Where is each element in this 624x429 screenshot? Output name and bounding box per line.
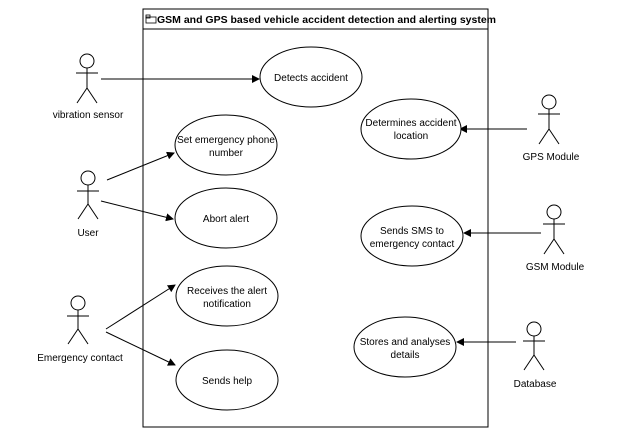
use-case-stores-analyses: Stores and analyses details (353, 316, 457, 378)
use-case-receives-alert: Receives the alert notification (175, 265, 279, 327)
actor-label: User (77, 228, 99, 239)
actor-gps-module: GPS Module (523, 94, 580, 163)
assoc-emergency-sendshelp (105, 331, 176, 366)
svg-text:number: number (209, 148, 244, 159)
actor-label: vibration sensor (53, 110, 124, 121)
actor-emergency-contact: Emergency contact (37, 295, 123, 364)
actor-vibration-sensor: vibration sensor (53, 53, 124, 121)
use-case-abort-alert: Abort alert (174, 187, 278, 249)
svg-text:Sends help: Sends help (202, 376, 252, 387)
assoc-user-setphone (106, 151, 175, 181)
actor-label: GPS Module (523, 152, 580, 163)
use-case-set-emergency-phone: Set emergency phone number (174, 114, 278, 176)
svg-text:Sends SMS to: Sends SMS to (380, 226, 444, 237)
actor-icon (523, 321, 545, 371)
use-case-sends-help: Sends help (175, 349, 279, 411)
actor-icon (77, 170, 99, 220)
actor-label: GSM Module (526, 262, 585, 273)
svg-text:Detects accident: Detects accident (274, 73, 348, 84)
actor-user: User (77, 170, 99, 239)
associations (100, 75, 541, 366)
svg-text:details: details (391, 350, 420, 361)
use-case-sends-sms: Sends SMS to emergency contact (360, 205, 464, 267)
assoc-user-abort (100, 200, 174, 222)
svg-text:Set emergency phone: Set emergency phone (177, 135, 275, 146)
svg-text:emergency contact: emergency contact (370, 239, 455, 250)
actor-icon (543, 204, 565, 255)
actor-gsm-module: GSM Module (526, 204, 585, 273)
actor-label: Emergency contact (37, 353, 123, 364)
package-icon (145, 14, 157, 24)
svg-text:Receives the alert: Receives the alert (187, 286, 267, 297)
actor-label: Database (514, 379, 557, 390)
actor-icon (67, 295, 89, 345)
svg-text:Abort alert: Abort alert (203, 214, 249, 225)
svg-text:Determines accident: Determines accident (365, 118, 456, 129)
actor-icon (538, 94, 560, 145)
actor-database: Database (514, 321, 557, 390)
use-case-determines-location: Determines accident location (360, 98, 462, 160)
svg-text:Stores and analyses: Stores and analyses (360, 337, 451, 348)
svg-text:notification: notification (203, 299, 251, 310)
system-title: GSM and GPS based vehicle accident detec… (157, 14, 496, 26)
assoc-emergency-receives (105, 284, 176, 330)
actor-icon (76, 53, 98, 104)
svg-text:location: location (394, 131, 428, 142)
use-case-detects-accident: Detects accident (259, 46, 363, 108)
